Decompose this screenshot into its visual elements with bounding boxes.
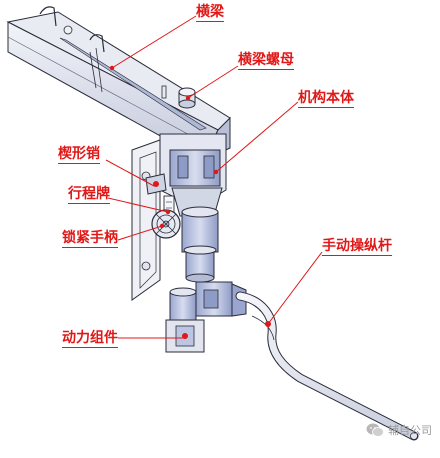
label-wedge-pin-text: 楔形销 xyxy=(58,146,100,162)
label-crossbeam-nut-text: 横梁螺母 xyxy=(238,52,294,68)
leader-wedge-pin xyxy=(105,159,155,187)
manual-lever-part xyxy=(235,291,419,441)
leader-lines xyxy=(105,15,323,339)
label-wedge-pin-underline xyxy=(58,163,100,164)
label-mechanism-body: 机构本体 xyxy=(298,90,354,108)
wechat-icon xyxy=(366,423,384,437)
leader-manual-lever xyxy=(267,251,323,325)
lower-housing xyxy=(195,281,247,317)
vertical-column xyxy=(181,206,219,283)
wedge-pin-part xyxy=(145,173,167,195)
label-crossbeam-nut: 横梁螺母 xyxy=(238,52,294,70)
label-lock-handle-underline xyxy=(62,247,118,248)
label-power-assembly: 动力组件 xyxy=(62,330,118,348)
label-mechanism-body-underline xyxy=(298,107,354,108)
leader-dots xyxy=(109,65,219,229)
label-wedge-pin: 楔形销 xyxy=(58,146,100,164)
leader-mechanism-body xyxy=(215,101,299,173)
leader-crossbeam xyxy=(111,15,197,69)
leader-travel-plate xyxy=(107,197,169,213)
label-manual-lever-text: 手动操纵杆 xyxy=(322,238,392,254)
label-power-assembly-text: 动力组件 xyxy=(62,330,118,346)
label-crossbeam-nut-underline xyxy=(238,69,294,70)
label-lock-handle: 锁紧手柄 xyxy=(62,230,118,248)
label-lock-handle-text: 锁紧手柄 xyxy=(62,230,118,246)
label-crossbeam-underline xyxy=(196,21,224,22)
label-travel-plate: 行程牌 xyxy=(68,186,110,204)
label-travel-plate-text: 行程牌 xyxy=(68,186,110,202)
label-power-assembly-underline xyxy=(62,347,118,348)
beam-end-bracket xyxy=(39,6,105,53)
label-crossbeam-text: 横梁 xyxy=(196,4,224,20)
label-travel-plate-underline xyxy=(68,203,110,204)
lock-handle-part xyxy=(151,209,181,239)
power-assembly-part xyxy=(165,287,205,353)
watermark-text: 辅自公司 xyxy=(388,424,432,437)
leader-lock-handle xyxy=(117,225,163,241)
watermark: 辅自公司 xyxy=(366,420,432,440)
label-manual-lever: 手动操纵杆 xyxy=(322,238,392,256)
label-crossbeam: 横梁 xyxy=(196,4,224,22)
label-manual-lever-underline xyxy=(322,255,392,256)
label-mechanism-body-text: 机构本体 xyxy=(298,90,354,106)
leader-crossbeam-nut xyxy=(187,65,239,99)
